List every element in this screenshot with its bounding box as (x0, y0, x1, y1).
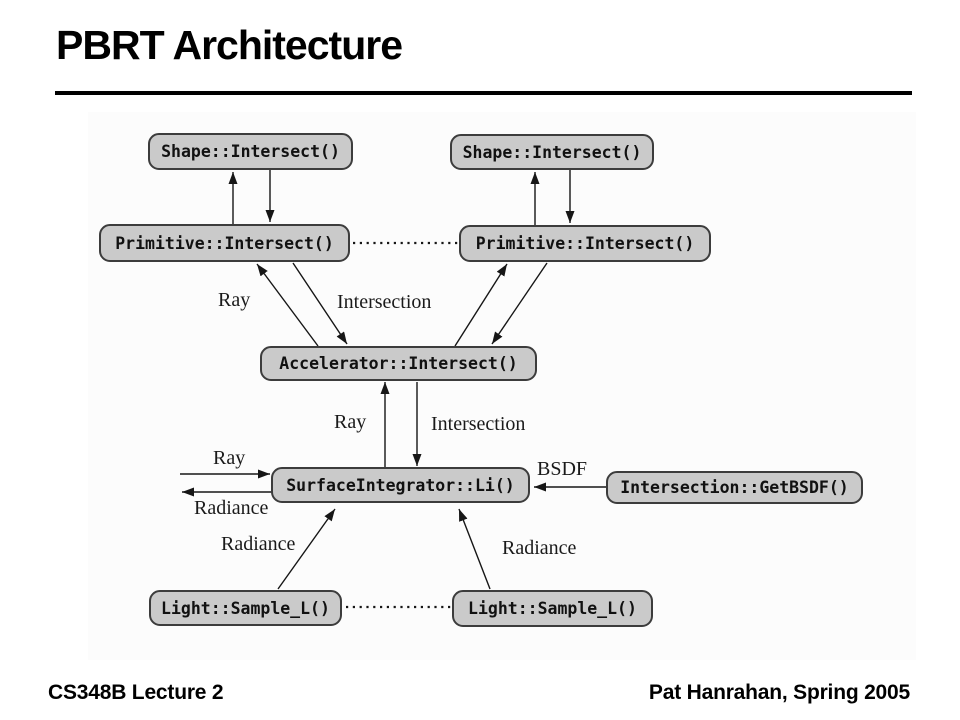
node-shape-intersect-right: Shape::Intersect() (450, 134, 654, 170)
arrow-intersection-to-accelerator-right (491, 262, 548, 345)
page-title: PBRT Architecture (56, 22, 403, 68)
label-intersection-upper: Intersection (337, 291, 432, 313)
figure-background (88, 112, 916, 660)
title-divider (55, 91, 912, 95)
footer-author: Pat Hanrahan, Spring 2005 (648, 681, 910, 704)
footer-course: CS348B Lecture 2 (48, 681, 224, 704)
arrow-ray-to-primitive-left (256, 263, 319, 347)
node-light-sample-left: Light::Sample_L() (149, 590, 342, 626)
node-surface-integrator-li: SurfaceIntegrator::Li() (271, 467, 530, 503)
node-accelerator-intersect: Accelerator::Intersect() (260, 346, 537, 381)
label-intersection-mid: Intersection (431, 413, 526, 435)
label-ray-in: Ray (213, 447, 246, 469)
arrow-radiance-right (458, 508, 491, 590)
node-primitive-intersect-left: Primitive::Intersect() (99, 224, 350, 262)
arrow-ray-to-primitive-right (454, 263, 508, 347)
arrow-radiance-left (277, 508, 336, 590)
node-shape-intersect-left: Shape::Intersect() (148, 133, 353, 170)
node-intersection-getbsdf: Intersection::GetBSDF() (606, 471, 863, 504)
label-bsdf: BSDF (537, 458, 588, 480)
label-radiance-right: Radiance (502, 537, 577, 559)
label-radiance-out: Radiance (194, 497, 269, 519)
node-primitive-intersect-right: Primitive::Intersect() (459, 225, 711, 262)
label-ray-upper: Ray (218, 289, 251, 311)
arrow-intersection-to-accelerator-left (292, 262, 348, 345)
label-ray-mid: Ray (334, 411, 367, 433)
node-light-sample-right: Light::Sample_L() (452, 590, 653, 627)
label-radiance-left: Radiance (221, 533, 296, 555)
